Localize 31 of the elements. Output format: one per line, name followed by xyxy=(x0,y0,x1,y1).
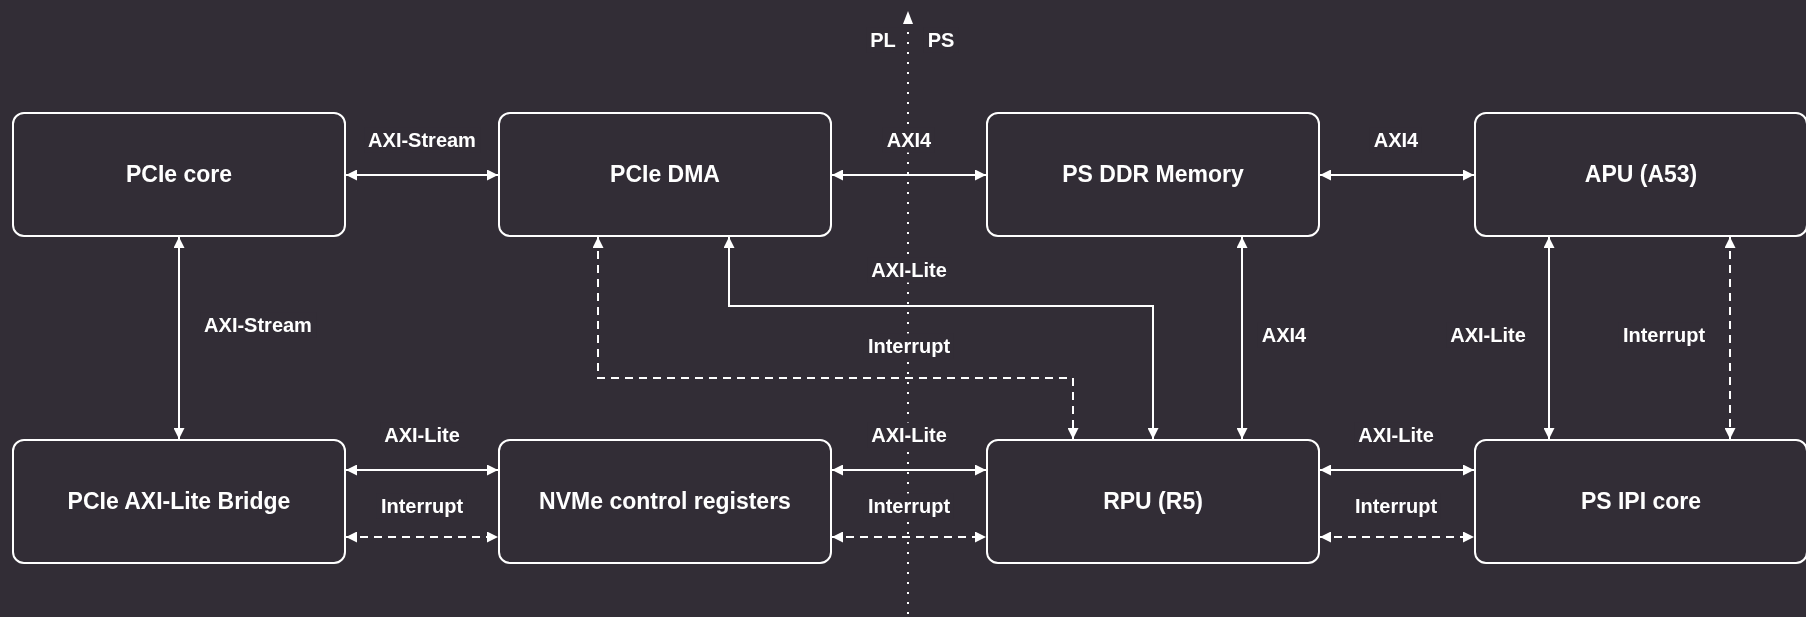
arrow xyxy=(723,236,1159,440)
box-label: APU (A53) xyxy=(1584,161,1698,188)
box-label: PS IPI core xyxy=(1580,488,1702,515)
arrow xyxy=(173,236,185,440)
arrow xyxy=(592,236,1079,440)
box-label: PCIe DMA xyxy=(610,161,720,188)
arrow xyxy=(345,464,499,476)
arrow xyxy=(831,464,987,476)
arrow xyxy=(1319,169,1475,181)
box-label: PCIe AXI-Lite Bridge xyxy=(67,488,291,515)
arrow xyxy=(345,531,499,543)
box-label: NVMe control registers xyxy=(539,488,791,515)
arrow xyxy=(1319,464,1475,476)
arrow xyxy=(1543,236,1555,440)
box-label: RPU (R5) xyxy=(1103,488,1203,515)
box-label: PS DDR Memory xyxy=(1062,161,1244,188)
arrow xyxy=(1236,236,1248,440)
process-box xyxy=(12,439,346,564)
arrow xyxy=(1319,531,1475,543)
process-box xyxy=(986,439,1320,564)
process-box xyxy=(1474,112,1806,237)
process-box xyxy=(986,112,1320,237)
arrow xyxy=(345,169,499,181)
arrow xyxy=(831,169,987,181)
arrow xyxy=(1724,236,1736,440)
arrow xyxy=(831,531,987,543)
process-box xyxy=(1474,439,1806,564)
process-box xyxy=(498,112,832,237)
box-label: PCIe core xyxy=(125,161,233,188)
process-box xyxy=(12,112,346,237)
process-box xyxy=(498,439,832,564)
